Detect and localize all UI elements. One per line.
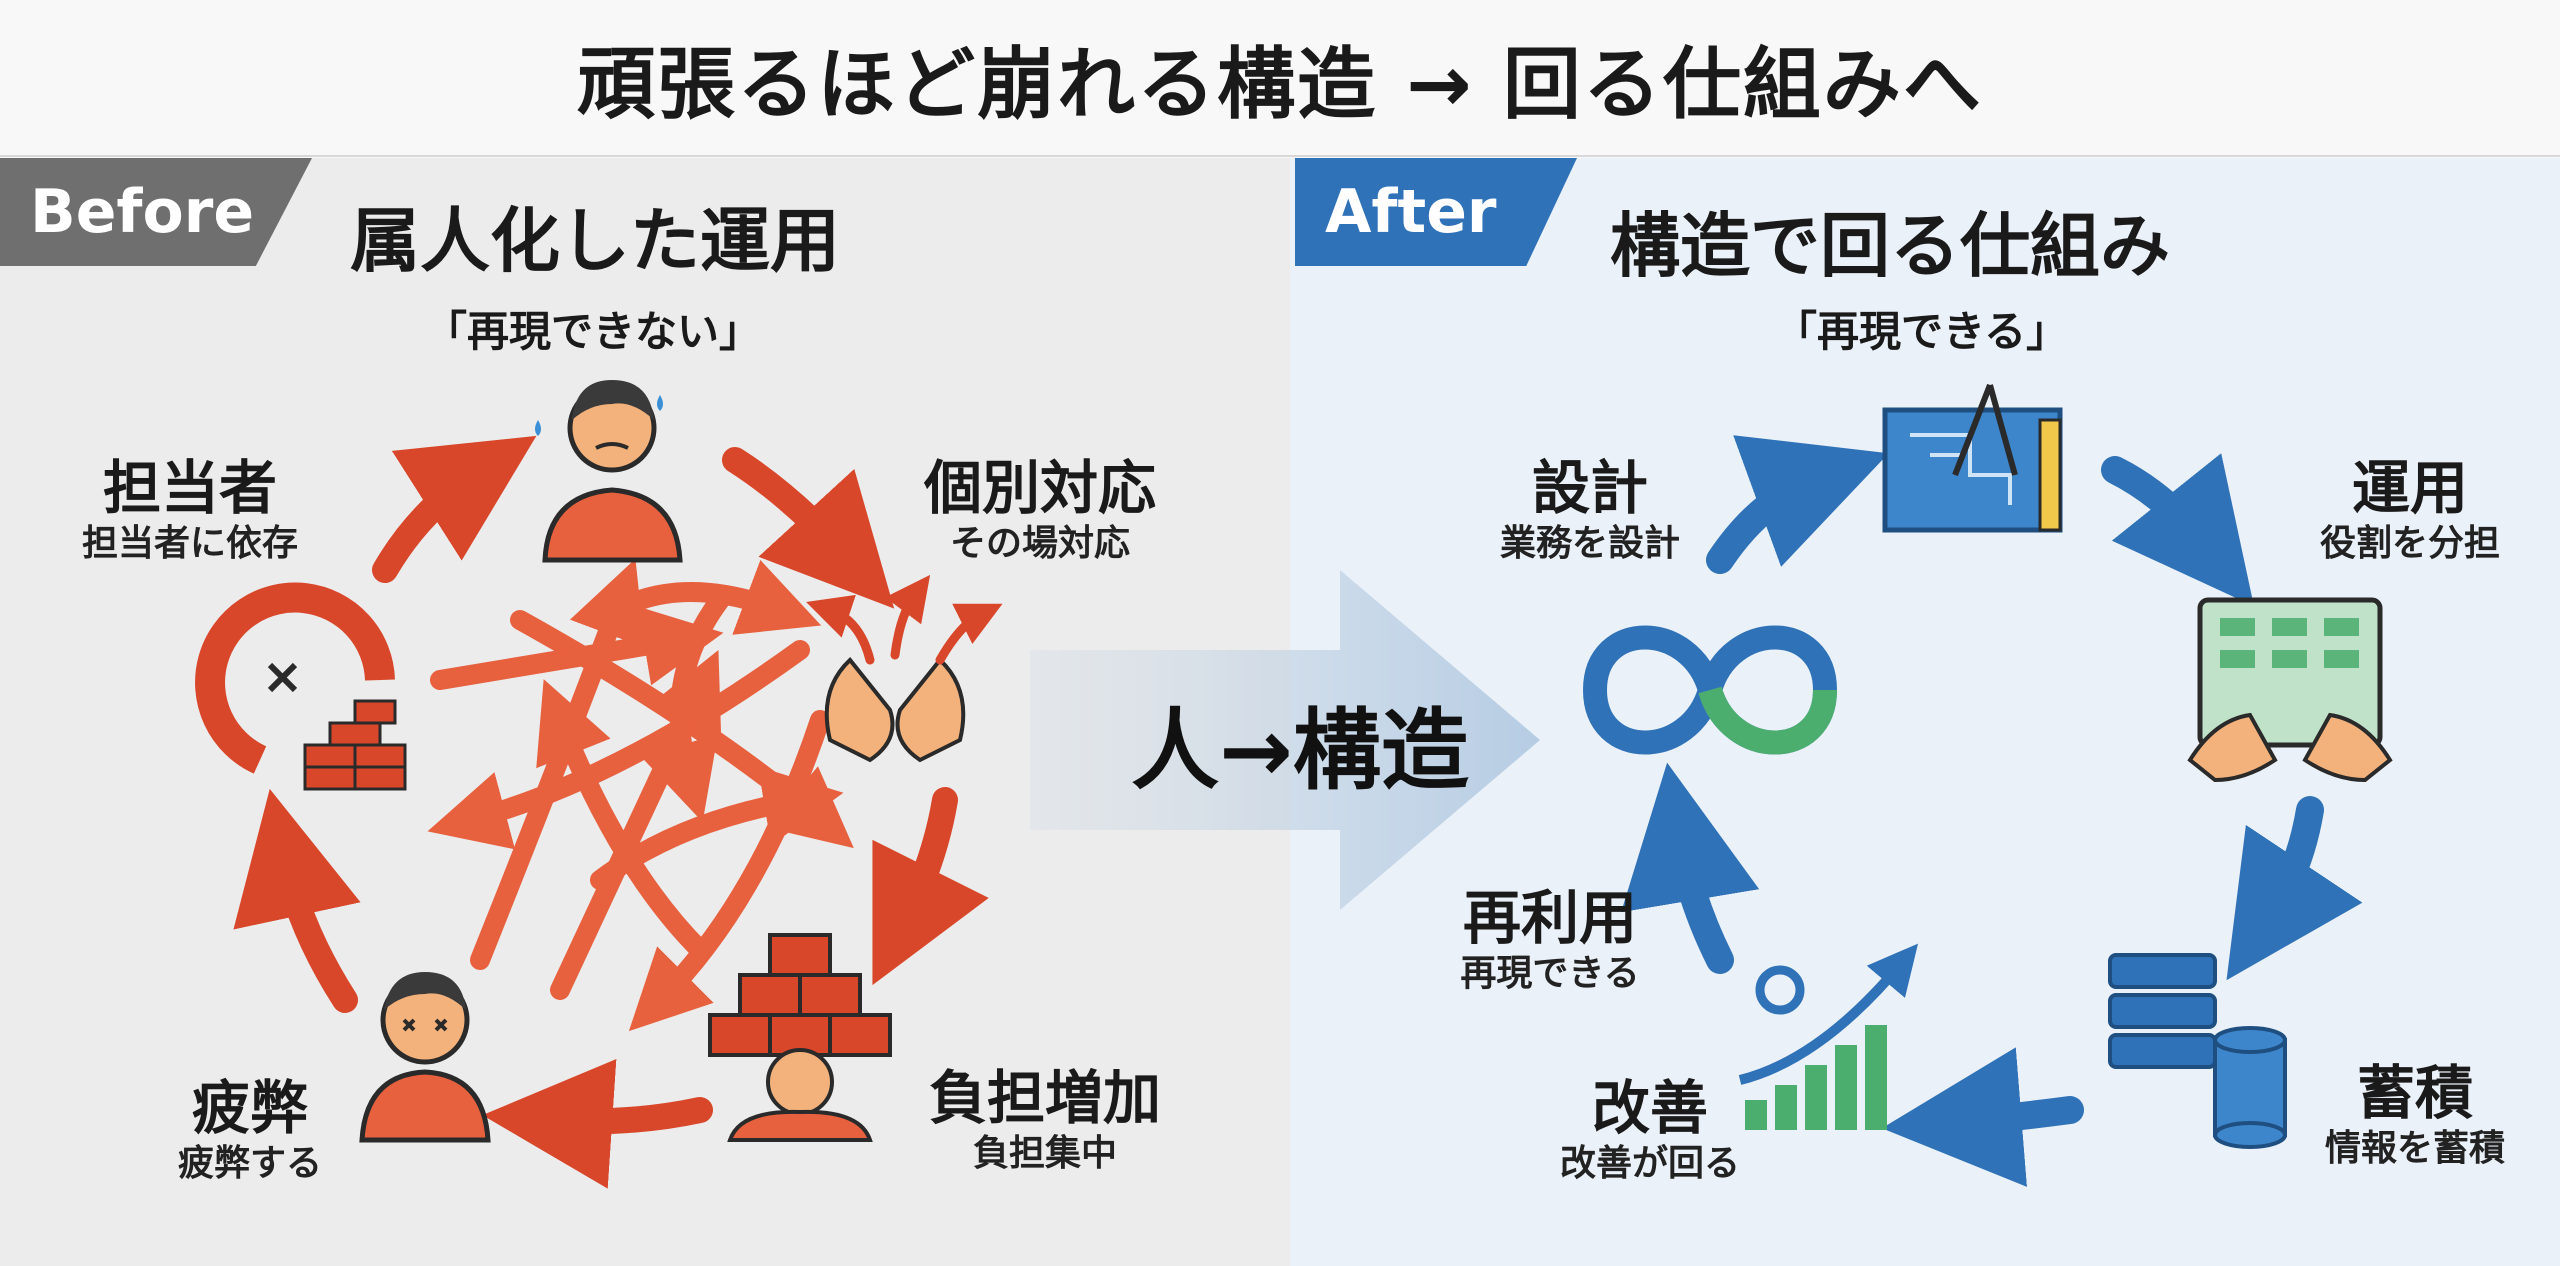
database-icon (2108, 953, 2287, 1149)
node-sub: その場対応 (949, 522, 1130, 564)
before-node-load: 負担増加 負担集中 (895, 1065, 1195, 1175)
growth-chart-icon (1738, 943, 1919, 1130)
node-heading: 設計 (1531, 454, 1648, 522)
after-node-accumulate: 蓄積 情報を蓄積 (2285, 1060, 2545, 1170)
kanban-board-hands-icon (2187, 597, 2393, 783)
big-right-arrow-icon (1030, 570, 1540, 910)
broken-cycle-bricks-icon (195, 582, 407, 791)
tangled-arrows-icon (427, 558, 854, 1032)
node-sub: 再現できる (1460, 952, 1640, 994)
node-heading: 担当者 (102, 454, 277, 522)
person-carrying-boxes-icon (708, 933, 892, 1142)
before-node-staff: 担当者 担当者に依存 (55, 455, 325, 565)
before-cycle-arrows (233, 435, 989, 1189)
title-bar: 頑張るほど崩れる構造 → 回る仕組みへ (0, 0, 2560, 157)
node-heading: 改善 (1591, 1074, 1708, 1142)
after-title: 構造で回る仕組み (1610, 205, 2170, 287)
before-node-adhoc: 個別対応 その場対応 (890, 455, 1190, 565)
after-node-design: 設計 業務を設計 (1460, 455, 1720, 565)
before-tag: Before (0, 158, 312, 266)
before-subtitle: 「再現できない」 (425, 307, 762, 356)
node-sub: 担当者に依存 (81, 522, 298, 564)
after-node-reuse: 再利用 再現できる (1430, 885, 1670, 995)
node-heading: 負担増加 (928, 1064, 1161, 1132)
clapping-hands-arrows-icon (806, 574, 1003, 763)
after-tag: After (1295, 158, 1577, 266)
worried-person-icon (535, 380, 683, 563)
node-sub: 業務を設計 (1499, 522, 1680, 564)
node-sub: 情報を蓄積 (2324, 1127, 2505, 1169)
exhausted-person-icon (359, 972, 491, 1143)
node-sub: 役割を分担 (2319, 522, 2500, 564)
node-heading: 疲弊 (191, 1074, 308, 1142)
after-cycle-arrows (1621, 435, 2363, 1187)
node-sub: 疲弊する (177, 1142, 322, 1184)
node-heading: 運用 (2351, 454, 2468, 522)
node-heading: 蓄積 (2356, 1059, 2473, 1127)
after-node-improve: 改善 改善が回る (1530, 1075, 1770, 1185)
after-subtitle: 「再現できる」 (1775, 307, 2069, 356)
node-heading: 個別対応 (923, 454, 1156, 522)
page-title: 頑張るほど崩れる構造 → 回る仕組みへ (577, 39, 1983, 130)
blueprint-icon (1882, 383, 2063, 533)
transition-text: 人→構造 (1131, 699, 1469, 802)
after-node-operation: 運用 役割を分担 (2280, 455, 2540, 565)
infinity-loop-icon (1582, 625, 1838, 755)
before-title: 属人化した運用 (350, 200, 840, 282)
node-sub: 負担集中 (972, 1132, 1117, 1174)
before-node-fatigue: 疲弊 疲弊する (140, 1075, 360, 1185)
node-sub: 改善が回る (1559, 1142, 1740, 1184)
node-heading: 再利用 (1462, 884, 1637, 952)
